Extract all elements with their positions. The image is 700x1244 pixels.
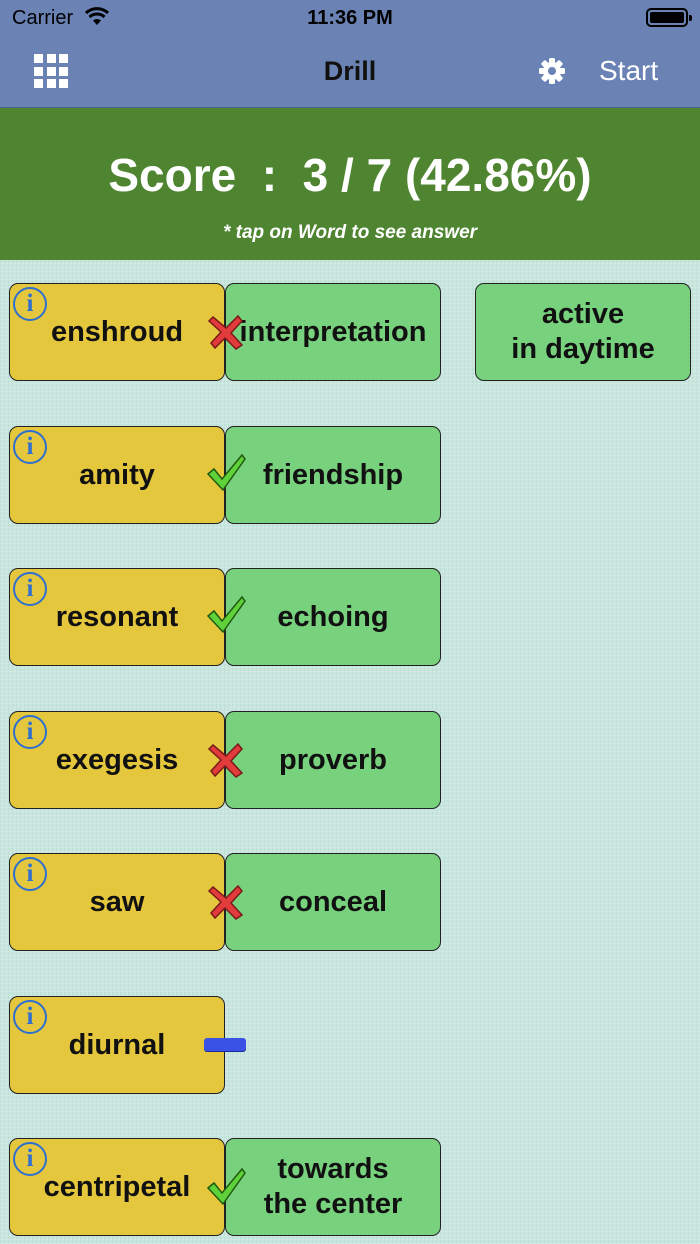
word-label: diurnal xyxy=(68,1028,166,1061)
grid-menu-icon[interactable] xyxy=(34,54,68,88)
info-icon[interactable]: i xyxy=(13,1000,47,1034)
check-mark-icon xyxy=(206,595,246,634)
spare-answer-label: active in daytime xyxy=(511,298,655,365)
word-label: saw xyxy=(89,885,145,918)
answer-tile[interactable]: interpretation xyxy=(225,283,441,381)
start-button[interactable]: Start xyxy=(599,55,659,86)
word-tile[interactable]: i enshroud xyxy=(9,283,225,381)
top-bar: Carrier 11:36 PM Drill Start xyxy=(0,0,700,108)
word-label: amity xyxy=(79,458,155,491)
check-mark-icon xyxy=(206,453,246,492)
answer-tile[interactable]: proverb xyxy=(225,711,441,809)
answer-label: conceal xyxy=(279,885,387,918)
word-tile[interactable]: i saw xyxy=(9,853,225,951)
score-banner: Score : 3 / 7 (42.86%) * tap on Word to … xyxy=(0,108,700,260)
status-time: 11:36 PM xyxy=(307,7,393,29)
answer-tile[interactable]: friendship xyxy=(225,426,441,524)
page-title: Drill xyxy=(323,56,377,86)
unanswered-dash-icon xyxy=(204,1038,246,1051)
wifi-icon xyxy=(84,7,110,25)
word-tile[interactable]: i amity xyxy=(9,426,225,524)
score-text: Score : 3 / 7 (42.86%) xyxy=(108,149,592,201)
answer-label: friendship xyxy=(262,458,404,491)
answer-label: echoing xyxy=(277,600,389,633)
gear-icon[interactable] xyxy=(538,57,566,85)
answer-tile[interactable]: towards the center xyxy=(225,1138,441,1236)
word-tile[interactable]: i centripetal xyxy=(9,1138,225,1236)
word-label: centripetal xyxy=(43,1170,191,1203)
info-icon[interactable]: i xyxy=(13,572,47,606)
word-label: enshroud xyxy=(50,315,184,348)
word-label: resonant xyxy=(55,600,179,633)
info-icon[interactable]: i xyxy=(13,430,47,464)
answer-tile[interactable]: conceal xyxy=(225,853,441,951)
wrong-mark-icon xyxy=(207,314,244,350)
hint-text: * tap on Word to see answer xyxy=(222,222,478,243)
info-icon[interactable]: i xyxy=(13,715,47,749)
drill-area: i enshroud interpretation active in dayt… xyxy=(0,260,700,1244)
answer-label: towards the center xyxy=(263,1153,403,1220)
word-tile[interactable]: i diurnal xyxy=(9,996,225,1094)
info-icon[interactable]: i xyxy=(13,857,47,891)
word-label: exegesis xyxy=(55,743,179,776)
word-tile[interactable]: i exegesis xyxy=(9,711,225,809)
info-icon[interactable]: i xyxy=(13,1142,47,1176)
spare-answer-tile[interactable]: active in daytime xyxy=(475,283,691,381)
wrong-mark-icon xyxy=(207,742,244,778)
answer-label: proverb xyxy=(279,743,387,776)
word-tile[interactable]: i resonant xyxy=(9,568,225,666)
status-bar: Carrier 11:36 PM xyxy=(0,0,700,36)
check-mark-icon xyxy=(206,1167,246,1206)
answer-label: interpretation xyxy=(239,315,427,348)
battery-icon xyxy=(646,8,692,27)
carrier-label: Carrier xyxy=(12,7,74,29)
info-icon[interactable]: i xyxy=(13,287,47,321)
wrong-mark-icon xyxy=(207,884,244,920)
answer-tile[interactable]: echoing xyxy=(225,568,441,666)
